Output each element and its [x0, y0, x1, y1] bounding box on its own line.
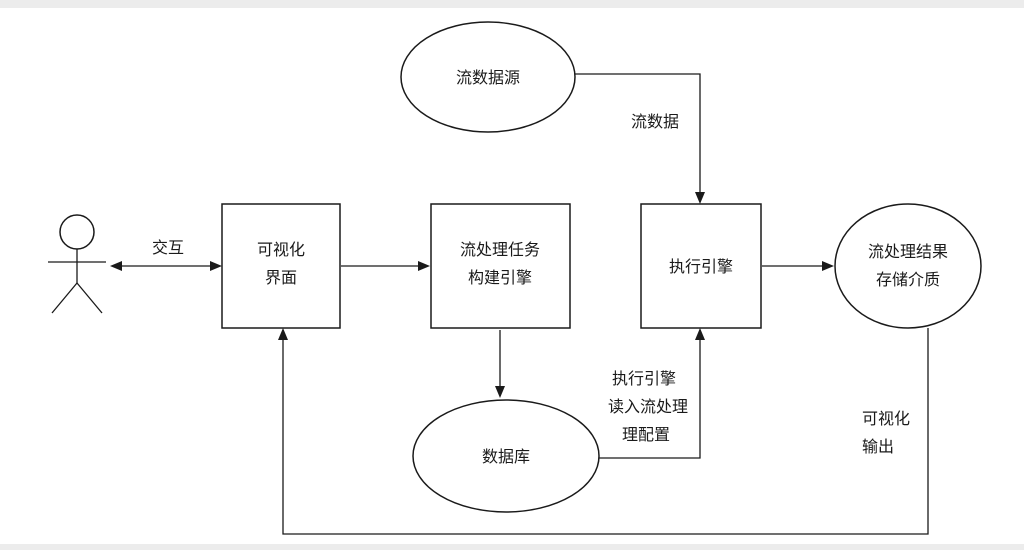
- node-result-storage-line2: 存储介质: [876, 270, 940, 289]
- edge-label-visual-output-line1: 可视化: [862, 409, 910, 428]
- edge-interaction: [110, 261, 222, 271]
- node-exec-engine-label: 执行引擎: [669, 257, 733, 276]
- node-task-engine: 流处理任务 构建引擎: [430, 203, 571, 329]
- edge-label-read-config-line2: 读入流处理: [608, 397, 688, 416]
- node-visual-ui-line2: 界面: [265, 268, 297, 287]
- arrowhead-right-icon: [822, 261, 834, 271]
- arrowhead-up-icon: [278, 328, 288, 340]
- edge-task-engine-to-db: [495, 330, 505, 398]
- edge-label-read-config-line1: 执行引擎: [612, 369, 676, 388]
- edge-visual-output: [278, 328, 929, 535]
- node-visual-ui-line1: 可视化: [257, 240, 305, 259]
- node-database: 数据库: [412, 399, 600, 513]
- edge-exec-to-storage: [762, 261, 834, 271]
- edge-read-config: [598, 328, 705, 459]
- node-task-engine-line1: 流处理任务: [460, 240, 540, 259]
- edge-label-interaction: 交互: [152, 238, 184, 257]
- node-database-label: 数据库: [482, 447, 530, 466]
- arrowhead-up-icon: [695, 328, 705, 340]
- node-stream-source: 流数据源: [400, 21, 576, 133]
- edge-ui-to-task-engine: [341, 261, 430, 271]
- arrowhead-right-icon: [210, 261, 222, 271]
- edge-label-read-config-line3: 理配置: [622, 425, 670, 444]
- node-visual-ui: 可视化 界面: [221, 203, 341, 329]
- node-exec-engine: 执行引擎: [640, 203, 762, 329]
- node-task-engine-line2: 构建引擎: [468, 268, 532, 287]
- node-stream-source-label: 流数据源: [456, 68, 520, 87]
- edge-label-stream-data: 流数据: [631, 112, 679, 131]
- node-result-storage: 流处理结果 存储介质: [834, 203, 982, 329]
- node-result-storage-line1: 流处理结果: [868, 242, 948, 261]
- edge-label-visual-output-line2: 输出: [862, 437, 894, 456]
- arrowhead-down-icon: [495, 386, 505, 398]
- arrowhead-down-icon: [695, 192, 705, 204]
- user-actor-icon: [48, 214, 106, 314]
- top-border: [0, 0, 1024, 8]
- edge-stream-data: [574, 73, 705, 204]
- bottom-border: [0, 544, 1024, 550]
- arrowhead-left-icon: [110, 261, 122, 271]
- arrowhead-right-icon: [418, 261, 430, 271]
